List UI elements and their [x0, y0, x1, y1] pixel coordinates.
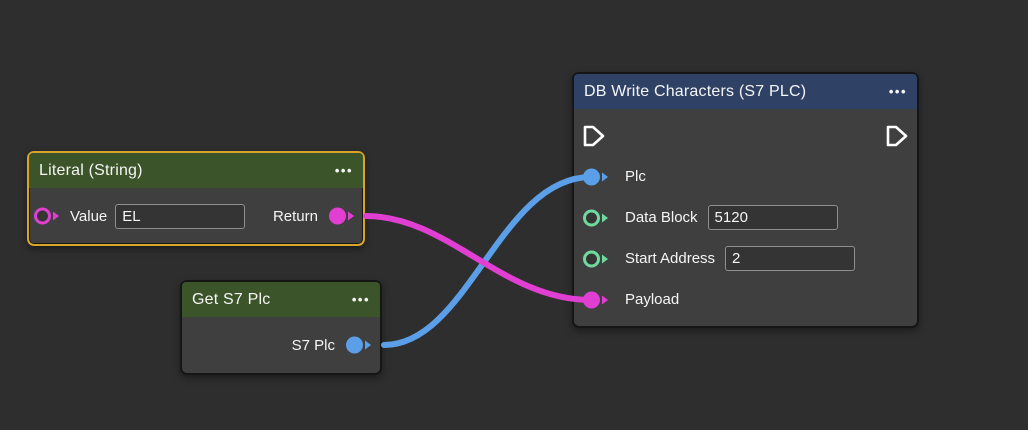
node-db-write-characters[interactable]: DB Write Characters (S7 PLC) ••• — [572, 72, 919, 328]
filled-circle-port-icon — [346, 336, 371, 354]
wire-s7plc-to-plc[interactable] — [381, 174, 594, 348]
start-address-input[interactable] — [725, 246, 856, 271]
node-db-menu-icon[interactable]: ••• — [888, 84, 907, 99]
value-input-port[interactable] — [33, 206, 60, 226]
flow-out-pin[interactable] — [885, 124, 909, 148]
hollow-circle-port-icon — [583, 250, 608, 267]
flow-arrow-icon — [583, 125, 605, 146]
data-block-input-port[interactable] — [582, 208, 609, 228]
node-get-s7-plc[interactable]: Get S7 Plc ••• S7 Plc — [180, 280, 382, 375]
node-literal-header[interactable]: Literal (String) ••• — [29, 153, 363, 188]
node-literal-string[interactable]: Literal (String) ••• Value Return — [27, 151, 365, 246]
start-address-input-port[interactable] — [582, 249, 609, 269]
hollow-circle-port-icon — [583, 209, 608, 226]
s7-plc-output-port[interactable] — [345, 335, 372, 355]
hollow-circle-port-icon — [34, 207, 59, 225]
flow-in-pin[interactable] — [582, 124, 606, 148]
payload-input-port[interactable] — [582, 290, 609, 310]
node-db-header[interactable]: DB Write Characters (S7 PLC) ••• — [574, 74, 917, 109]
return-label: Return — [272, 207, 318, 225]
flow-arrow-icon — [886, 125, 908, 146]
node-literal-menu-icon[interactable]: ••• — [334, 163, 353, 178]
node-get-menu-icon[interactable]: ••• — [351, 292, 370, 307]
data-block-label: Data Block — [625, 209, 698, 226]
filled-circle-port-icon — [583, 168, 608, 185]
start-address-label: Start Address — [625, 250, 716, 267]
value-input[interactable] — [115, 203, 246, 229]
filled-circle-port-icon — [583, 291, 608, 308]
node-db-title: DB Write Characters (S7 PLC) — [584, 82, 807, 100]
node-get-header[interactable]: Get S7 Plc ••• — [182, 282, 380, 317]
payload-label: Payload — [625, 291, 680, 308]
filled-circle-port-icon — [329, 207, 354, 225]
plc-label: Plc — [625, 168, 646, 185]
node-get-title: Get S7 Plc — [192, 290, 271, 308]
node-literal-title: Literal (String) — [39, 161, 143, 179]
s7-plc-label: S7 Plc — [291, 336, 335, 354]
plc-input-port[interactable] — [582, 167, 609, 187]
return-output-port[interactable] — [328, 206, 355, 226]
wire-return-to-payload[interactable] — [363, 213, 594, 303]
value-label: Value — [70, 207, 108, 225]
data-block-input[interactable] — [707, 205, 838, 230]
